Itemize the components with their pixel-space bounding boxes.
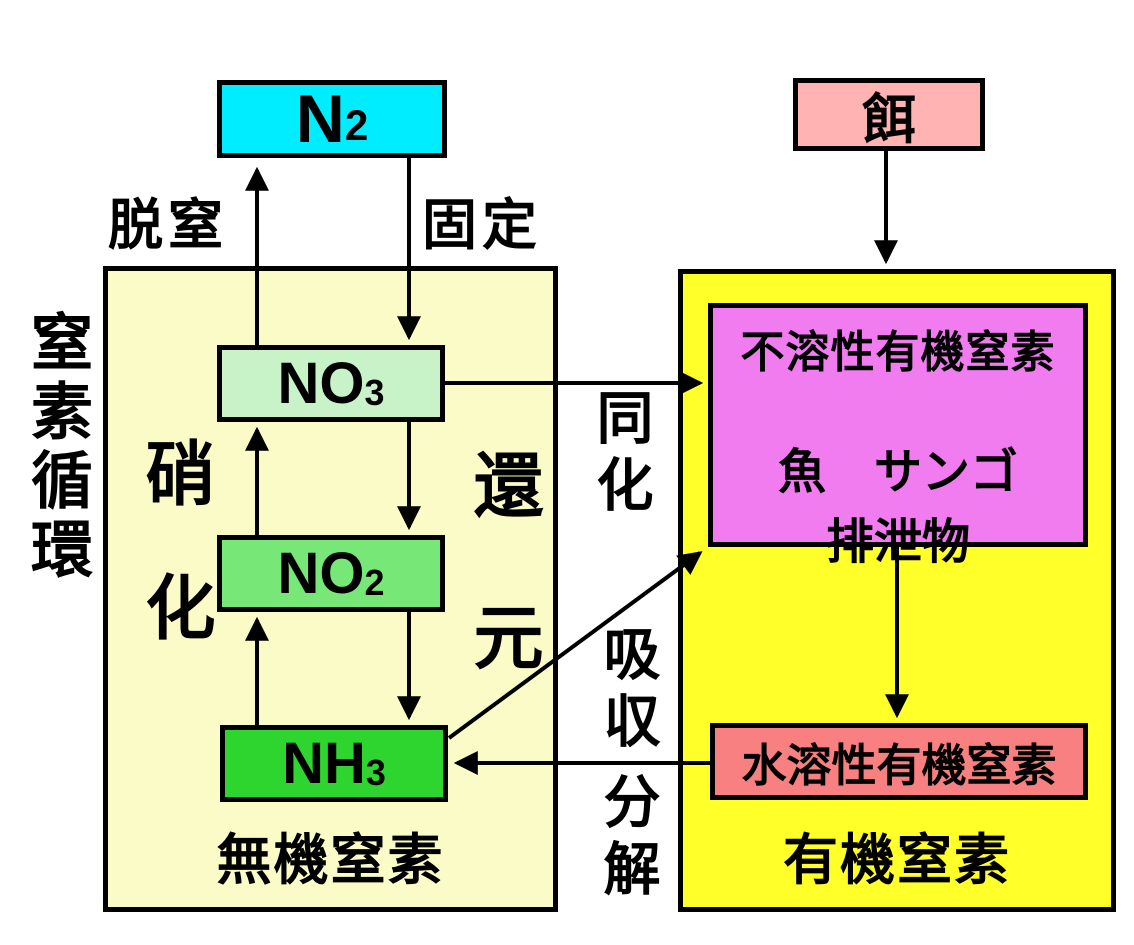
no2-formula: NO (277, 540, 365, 606)
node-soluble-organic-nitrogen: 水溶性有機窒素 (710, 723, 1088, 800)
label-nitrification: 硝化 (136, 437, 214, 705)
label-assimilation: 同化 (588, 388, 652, 522)
soluble-label: 水溶性有機窒素 (741, 740, 1057, 791)
no2-subscript: 2 (364, 562, 385, 604)
region-organic-label: 有機窒素 (782, 829, 1011, 891)
insoluble-organisms: 魚 サンゴ (777, 446, 1018, 499)
label-decomposition: 分解 (595, 772, 659, 906)
n2-formula: N (295, 81, 345, 157)
diagram-title: 窒素循環 (21, 310, 90, 586)
no3-formula: NO (277, 350, 365, 416)
no3-subscript: 3 (364, 372, 385, 414)
region-inorganic-label: 無機窒素 (216, 829, 445, 891)
nh3-subscript: 3 (365, 752, 386, 794)
label-absorption: 吸収 (595, 624, 659, 758)
insoluble-title: 不溶性有機窒素 (740, 328, 1056, 377)
nh3-formula: NH (282, 730, 366, 796)
label-denitrification: 脱窒 (108, 194, 229, 256)
node-feed: 餌 (793, 78, 985, 151)
label-reduction: 還元 (464, 449, 542, 753)
n2-subscript: 2 (344, 101, 369, 149)
label-fixation: 固定 (422, 194, 543, 256)
feed-label: 餌 (862, 90, 916, 150)
node-insoluble-organic-nitrogen: 不溶性有機窒素 魚 サンゴ 排泄物 (708, 303, 1088, 569)
insoluble-excreta: 排泄物 (825, 516, 970, 569)
